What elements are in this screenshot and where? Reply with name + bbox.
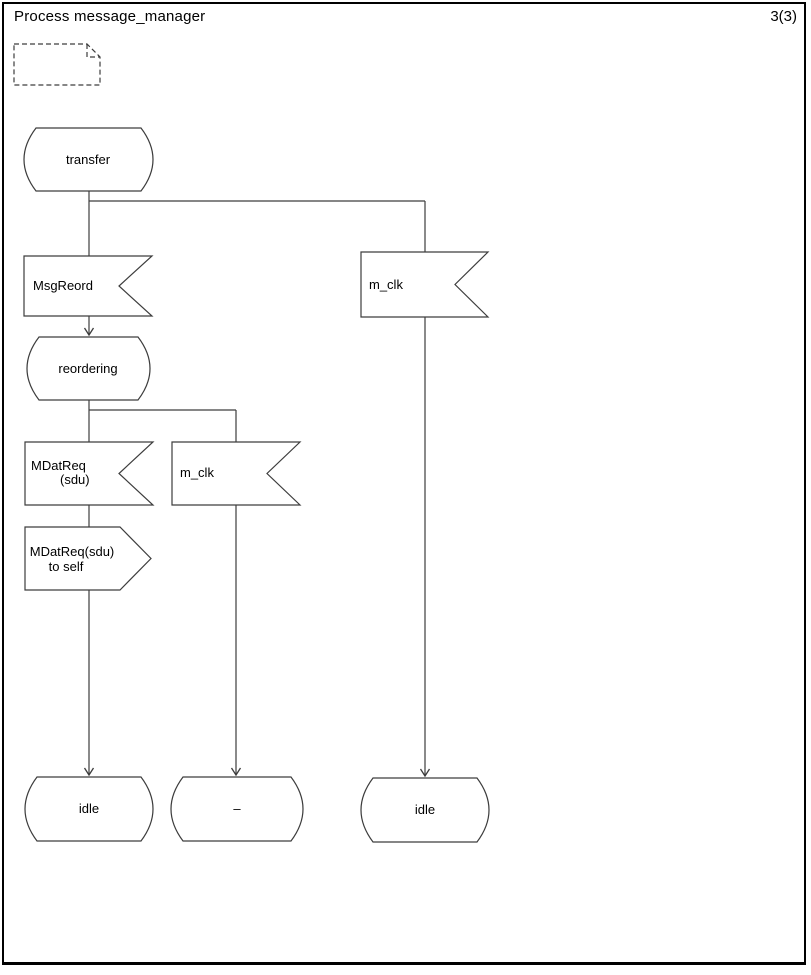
state-same-state-label: –: [233, 801, 241, 816]
input-mdatreq-label-line2: (sdu): [60, 472, 90, 487]
text-symbol: [13, 43, 101, 86]
input-msgreord: MsgReord: [23, 255, 154, 317]
text-symbol-fold: [86, 44, 100, 58]
input-mclk-mid-shape: [171, 441, 302, 506]
input-mclk-right-shape: [360, 251, 490, 318]
state-transfer-shape: [23, 127, 154, 192]
state-idle-left: idle: [24, 776, 154, 842]
state-idle-right-label: idle: [415, 802, 435, 817]
text-symbol-outline: [13, 43, 101, 86]
state-transfer: transfer: [23, 127, 154, 192]
input-mdatreq-label-line1: MDatReq: [31, 458, 86, 473]
state-idle-left-shape: [24, 776, 154, 842]
state-reordering-label: reordering: [58, 361, 117, 376]
state-transfer-label: transfer: [66, 152, 111, 167]
input-msgreord-shape: [23, 255, 154, 317]
input-mclk-right-label: m_clk: [369, 277, 403, 292]
input-mdatreq: MDatReq (sdu): [24, 441, 155, 506]
input-msgreord-label: MsgReord: [33, 278, 93, 293]
state-same-state-shape: [170, 776, 304, 842]
state-reordering-shape: [26, 336, 151, 401]
state-reordering: reordering: [26, 336, 151, 401]
input-mclk-mid: m_clk: [171, 441, 302, 506]
state-idle-right: idle: [360, 777, 490, 843]
output-mdatreq-to-self-label-line1: MDatReq(sdu): [30, 544, 115, 559]
state-idle-left-label: idle: [79, 801, 99, 816]
connectors: [83, 191, 431, 778]
input-mclk-right: m_clk: [360, 251, 490, 318]
output-mdatreq-to-self-label-line2: to self: [49, 559, 84, 574]
output-mdatreq-to-self-shape: [24, 526, 152, 591]
page-title: Process message_manager: [14, 8, 206, 25]
state-same-state: –: [170, 776, 304, 842]
page-number: 3(3): [770, 8, 797, 25]
state-idle-right-shape: [360, 777, 490, 843]
output-mdatreq-to-self: MDatReq(sdu) to self: [24, 526, 152, 591]
input-mclk-mid-label: m_clk: [180, 465, 214, 480]
input-mdatreq-shape: [24, 441, 155, 506]
